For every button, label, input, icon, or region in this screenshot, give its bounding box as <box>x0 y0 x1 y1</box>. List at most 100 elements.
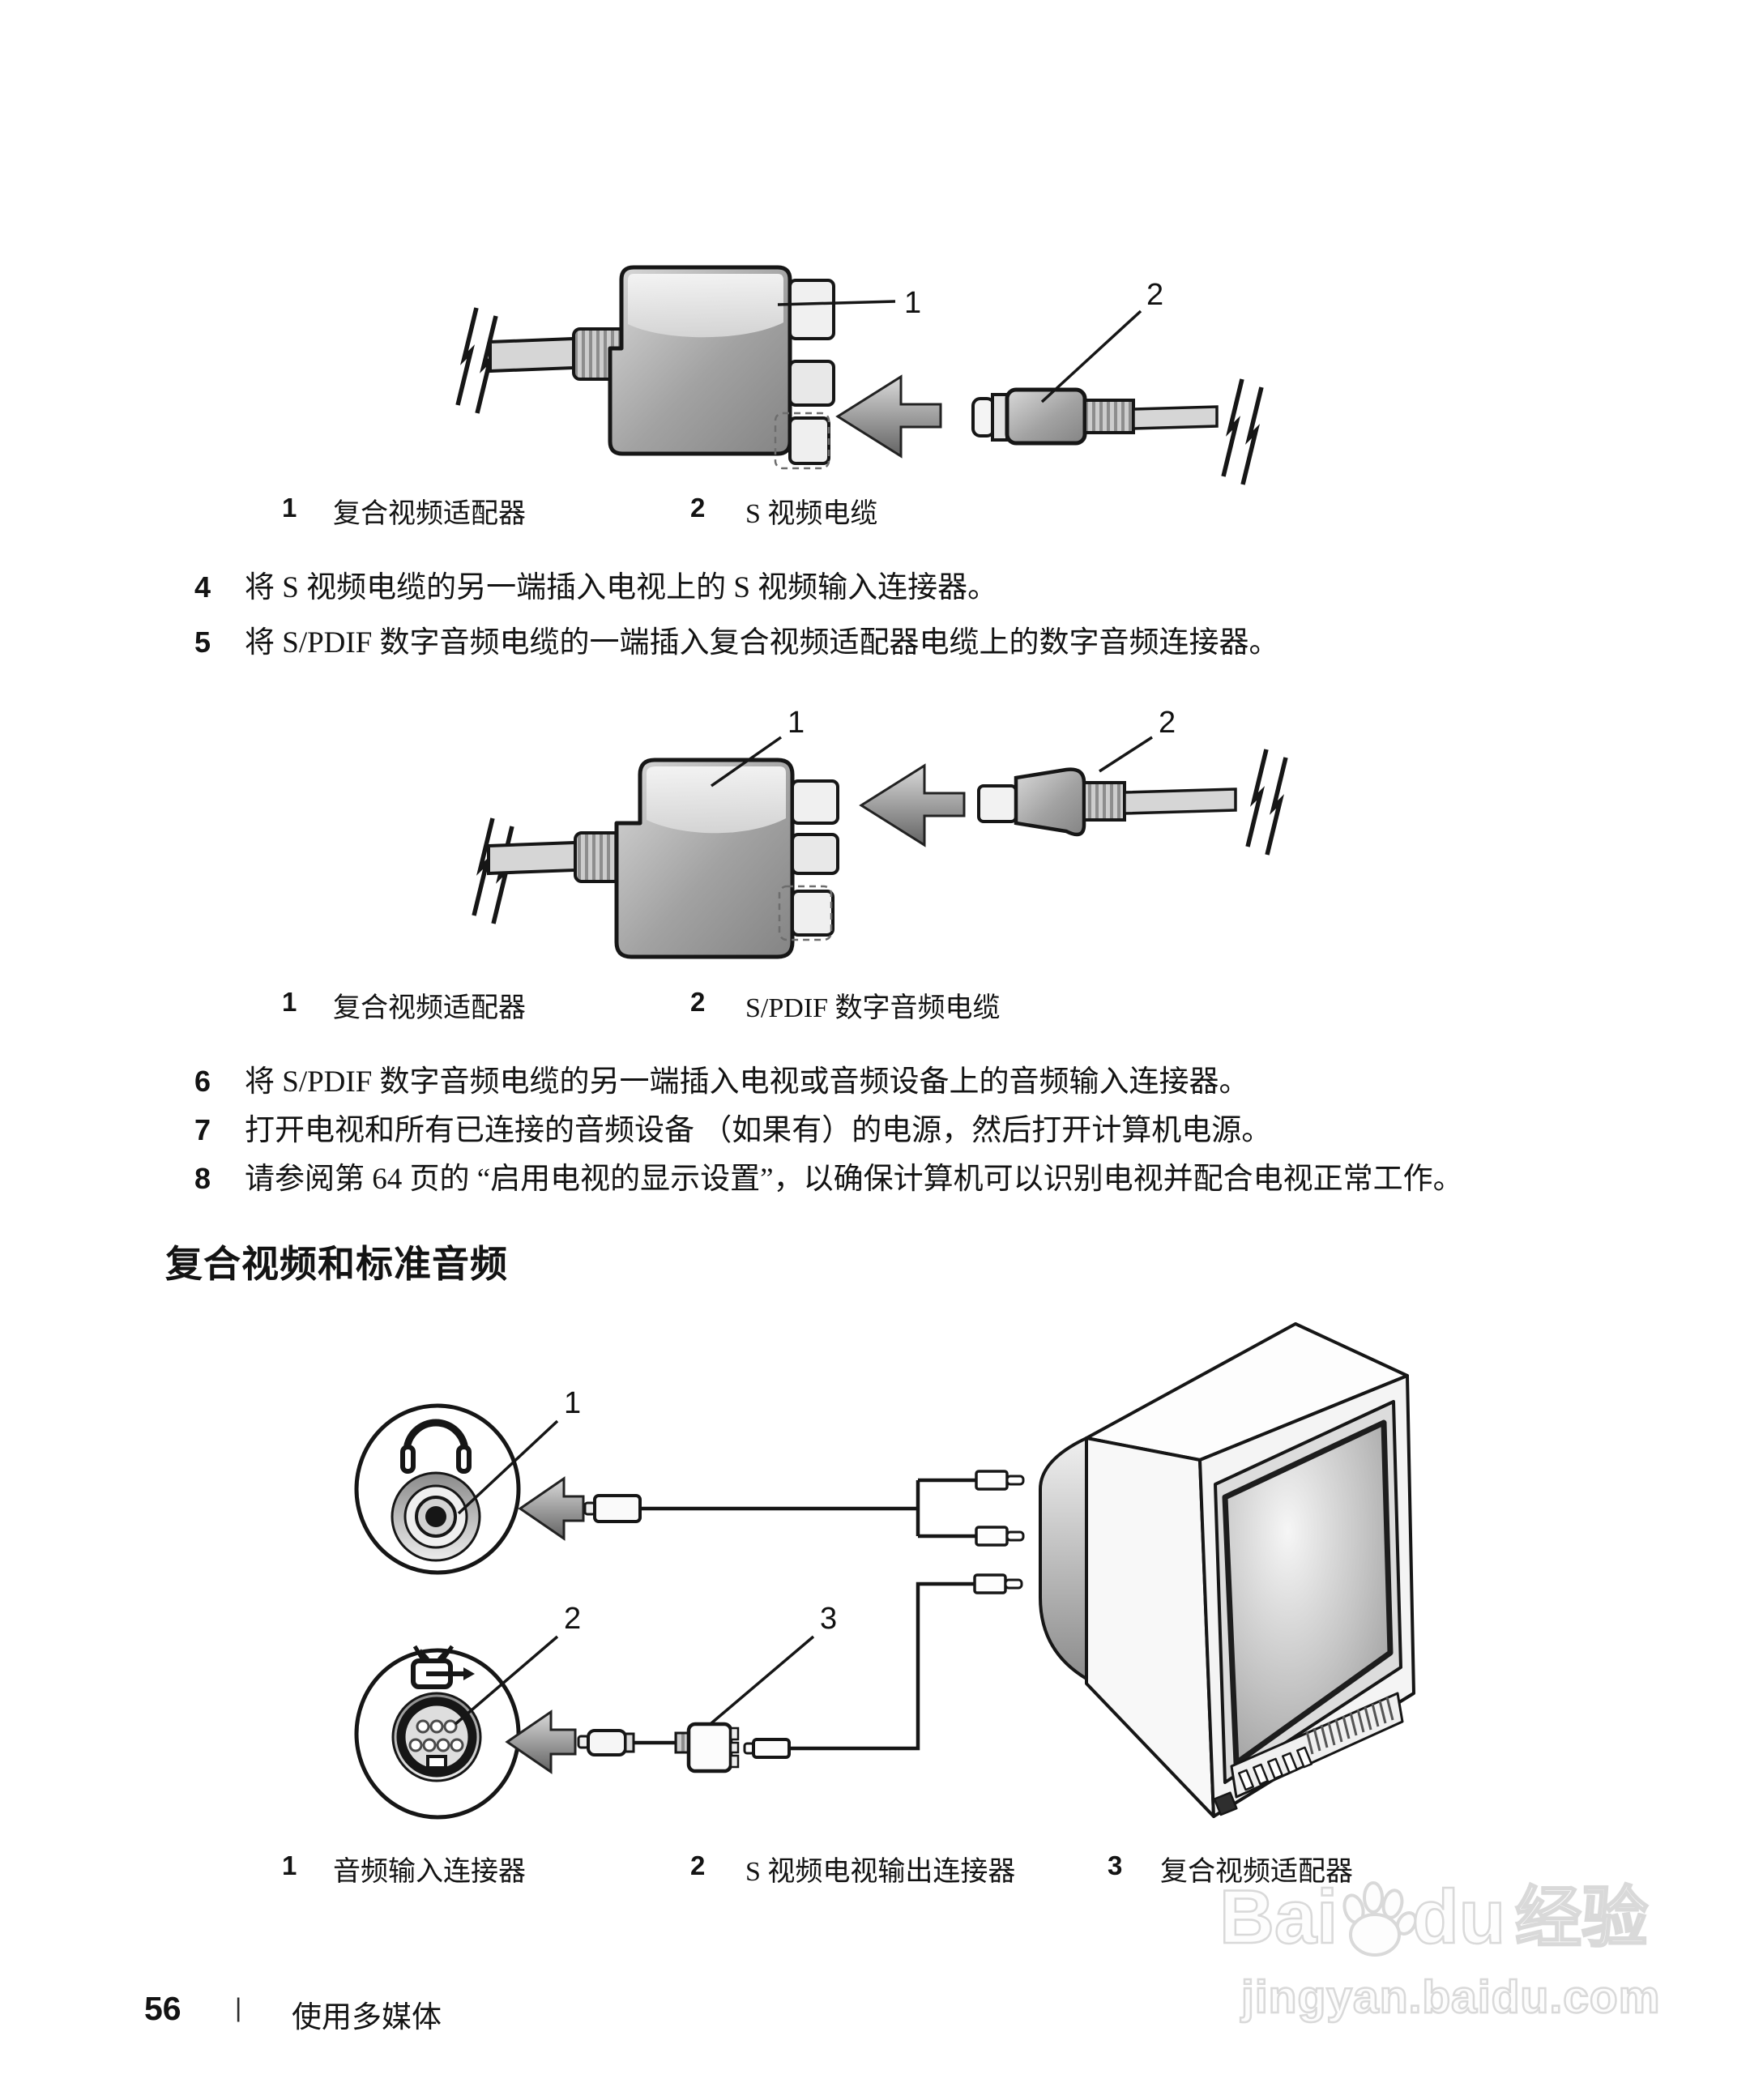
legend-number: 1 <box>282 1850 297 1880</box>
figure-composite-legend: 1 音频输入连接器 2 S 视频电视输出连接器 3 复合视频适配器 <box>0 1849 1750 1888</box>
step-item: 4 将 S 视频电缆的另一端插入电视上的 S 视频输入连接器。 <box>194 567 1685 608</box>
tv-left-front-face <box>1085 1436 1215 1818</box>
legend-number: 3 <box>1108 1850 1123 1880</box>
insert-direction-arrow <box>835 374 942 459</box>
insert-direction-arrow <box>859 763 966 847</box>
composite-rca-plug <box>743 1738 791 1759</box>
tv-power-button <box>1213 1791 1238 1816</box>
step-text: 请参阅第 64 页的 “启用电视的显示设置”，以确保计算机可以识别电视并配合电视… <box>245 1163 1463 1196</box>
callout-1: 1 <box>788 706 805 740</box>
insert-direction-arrow <box>518 1476 585 1541</box>
step-number: 6 <box>194 1065 211 1098</box>
step-item: 8 请参阅第 64 页的 “启用电视的显示设置”，以确保计算机可以识别电视并配合电… <box>194 1159 1685 1200</box>
baidu-jingyan-watermark: Bai du 经验 <box>1219 1874 1650 1959</box>
figure-svideo-cable-connection: 1 2 <box>421 265 1329 494</box>
callout-2: 2 <box>1146 278 1163 312</box>
adapter-highlight <box>647 766 786 834</box>
step-number: 4 <box>194 570 211 604</box>
adapter-port-middle <box>791 833 839 875</box>
legend-label: S 视频电视输出连接器 <box>745 1857 1016 1887</box>
legend-number: 2 <box>690 1850 706 1880</box>
step-item: 6 将 S/PDIF 数字音频电缆的另一端插入电视或音频设备上的音频输入连接器。 <box>194 1061 1685 1103</box>
figure-spdif-cable-connection: 1 2 <box>454 706 1345 959</box>
callout-3-leader <box>705 1635 815 1729</box>
callout-2: 2 <box>564 1602 581 1636</box>
svideo-cable-plug <box>971 387 1219 446</box>
legend-number: 2 <box>690 493 706 523</box>
footer-section-title: 使用多媒体 <box>292 2000 442 2034</box>
tv-buttons <box>1237 1746 1313 1791</box>
adapter-port-dashed-outline <box>774 412 830 470</box>
watermark-du: du <box>1411 1874 1506 1959</box>
adapter-port-top <box>791 779 839 825</box>
callout-1: 1 <box>564 1386 581 1420</box>
step-text: 打开电视和所有已连接的音频设备 （如果有）的电源，然后打开计算机电源。 <box>245 1114 1272 1147</box>
legend-label: 复合视频适配器 <box>333 993 526 1023</box>
step-number: 7 <box>194 1113 211 1146</box>
adapter-cable <box>489 336 575 373</box>
tv-plug-top <box>975 1470 1025 1491</box>
legend-number: 1 <box>282 493 297 523</box>
step-number: 8 <box>194 1162 211 1195</box>
callout-1-leader <box>457 1419 559 1515</box>
svideo-pin-holes <box>408 1719 464 1752</box>
adapter-port-middle <box>788 360 835 407</box>
baidu-paw-icon <box>1342 1881 1418 1957</box>
tv-plug-middle <box>975 1526 1025 1547</box>
headphone-icon <box>400 1419 472 1474</box>
step-item: 5 将 S/PDIF 数字音频电缆的一端插入复合视频适配器电缆上的数字音频连接器。 <box>194 622 1685 664</box>
television <box>1039 1322 1415 1818</box>
adapter-port-bottom <box>788 416 830 465</box>
callout-2-leader <box>454 1635 559 1726</box>
callout-1-leader <box>710 736 783 788</box>
adapter-cable <box>487 840 577 876</box>
tv-screen <box>1222 1419 1394 1766</box>
callout-3: 3 <box>820 1602 837 1636</box>
svideo-tv-out-connector <box>354 1645 521 1820</box>
step-text: 将 S/PDIF 数字音频电缆的一端插入复合视频适配器电缆上的数字音频连接器。 <box>245 626 1279 659</box>
footer-separator: | <box>235 1993 242 2022</box>
adapter-port-top <box>788 279 835 340</box>
callout-1-leader <box>777 300 896 306</box>
callout-2: 2 <box>1159 706 1176 740</box>
tv-plug-bottom <box>973 1573 1023 1594</box>
legend-number: 2 <box>690 987 706 1017</box>
callout-2-leader <box>1040 309 1142 403</box>
composite-video-adapter-small <box>674 1722 740 1773</box>
tv-vent-grille <box>1305 1697 1394 1755</box>
audio-input-connector <box>354 1403 521 1575</box>
spdif-cable-plug <box>977 767 1237 837</box>
legend-label: 复合视频适配器 <box>333 499 526 529</box>
legend-label: S/PDIF 数字音频电缆 <box>745 993 1001 1023</box>
insert-direction-arrow <box>505 1709 577 1774</box>
section-heading: 复合视频和标准音频 <box>165 1243 508 1285</box>
tv-out-icon <box>411 1645 475 1689</box>
step-text: 将 S 视频电缆的另一端插入电视上的 S 视频输入连接器。 <box>245 571 998 604</box>
audio-rca-plug <box>583 1494 642 1523</box>
composite-cable <box>789 1581 975 1751</box>
figure-svideo-legend: 1 复合视频适配器 2 S 视频电缆 <box>0 491 1750 530</box>
legend-number: 1 <box>282 987 297 1017</box>
svideo-plug <box>577 1729 635 1756</box>
page-footer: 56 | 使用多媒体 <box>0 1990 1750 2038</box>
watermark-jingyan: 经验 <box>1514 1880 1650 1957</box>
callout-1: 1 <box>904 286 921 320</box>
cable-break-right-icon <box>1248 749 1286 855</box>
cable-junction <box>916 1478 976 1539</box>
step-item: 7 打开电视和所有已连接的音频设备 （如果有）的电源，然后打开计算机电源。 <box>194 1110 1685 1151</box>
adapter-highlight <box>628 274 783 338</box>
step-number: 5 <box>194 625 211 659</box>
watermark-bai: Bai <box>1219 1874 1339 1959</box>
callout-2-leader <box>1099 736 1153 773</box>
step-text: 将 S/PDIF 数字音频电缆的另一端插入电视或音频设备上的音频输入连接器。 <box>245 1065 1249 1099</box>
cable-break-right-icon <box>1223 379 1261 484</box>
legend-label: S 视频电缆 <box>745 499 878 529</box>
legend-label: 复合视频适配器 <box>1160 1857 1353 1887</box>
tv-back-panel <box>1039 1436 1088 1680</box>
legend-label: 音频输入连接器 <box>333 1857 526 1887</box>
figure-composite-audio-tv-connection: 1 2 3 <box>354 1322 1415 1820</box>
page-number: 56 <box>144 1990 181 2027</box>
watermark-url: jingyan.baidu.com <box>1240 1970 1661 2025</box>
adapter-port-dashed-outline <box>778 885 833 941</box>
